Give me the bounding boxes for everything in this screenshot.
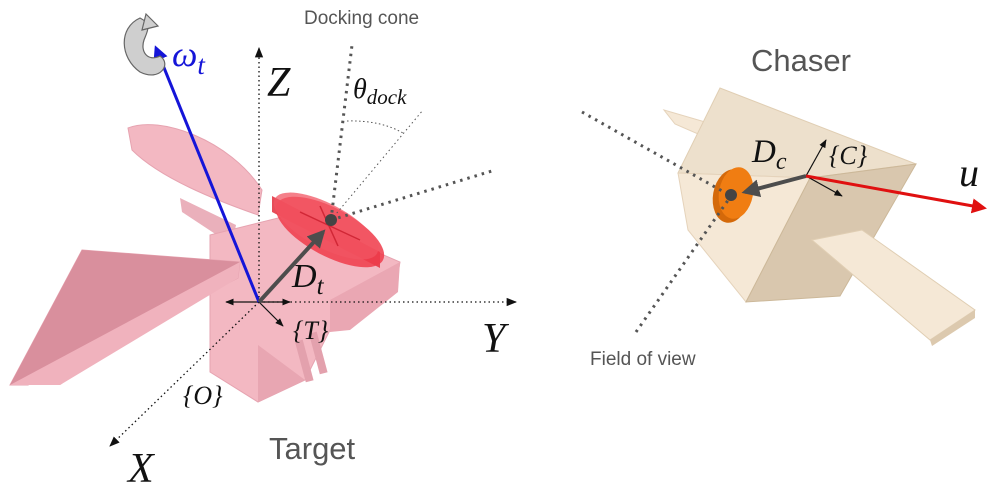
field-of-view-label: Field of view <box>590 349 696 370</box>
chaser-label: Chaser <box>751 43 851 78</box>
theta-dock-arc <box>346 120 404 134</box>
axis-y-label: Y <box>482 316 510 362</box>
docking-cone-edge-inner <box>330 109 424 221</box>
target-spacecraft <box>9 124 401 403</box>
theta-dock-label: θdock <box>353 74 407 109</box>
dt-label: Dt <box>291 258 325 300</box>
docking-cone-edge-outer <box>330 168 496 222</box>
chaser-frame-arrows <box>805 139 843 197</box>
docking-cone-axis <box>329 44 354 221</box>
chaser-top-face <box>677 87 917 179</box>
fov-upper-line <box>581 110 732 198</box>
fov-lower-line <box>634 195 733 333</box>
docking-point <box>325 214 337 226</box>
axis-x-label: X <box>126 446 156 491</box>
dc-label: Dc <box>751 134 787 175</box>
chaser-spacecraft <box>662 87 976 346</box>
docking-cone-label: Docking cone <box>304 8 419 29</box>
u-control-arrow <box>805 174 987 214</box>
chaser-side-face <box>745 163 917 303</box>
omega-axis-arrow <box>153 45 261 303</box>
frame-o-label: {O} <box>183 381 223 410</box>
target-label: Target <box>269 431 356 466</box>
chaser-port-point <box>725 189 737 201</box>
omega-label: ωt <box>172 34 206 80</box>
target-frame-arrows <box>225 298 291 327</box>
axis-z-label: Z <box>267 60 291 106</box>
axis-x-line <box>109 301 260 447</box>
frame-c-label: {C} <box>829 141 868 170</box>
u-label: u <box>959 150 979 195</box>
docking-port <box>272 192 385 268</box>
dc-vector <box>741 174 807 198</box>
dt-vector <box>257 229 326 304</box>
frame-t-label: {T} <box>293 316 329 345</box>
target-back-panel <box>127 124 263 216</box>
rotation-arrow-icon <box>123 12 166 76</box>
target-axes <box>109 44 518 447</box>
